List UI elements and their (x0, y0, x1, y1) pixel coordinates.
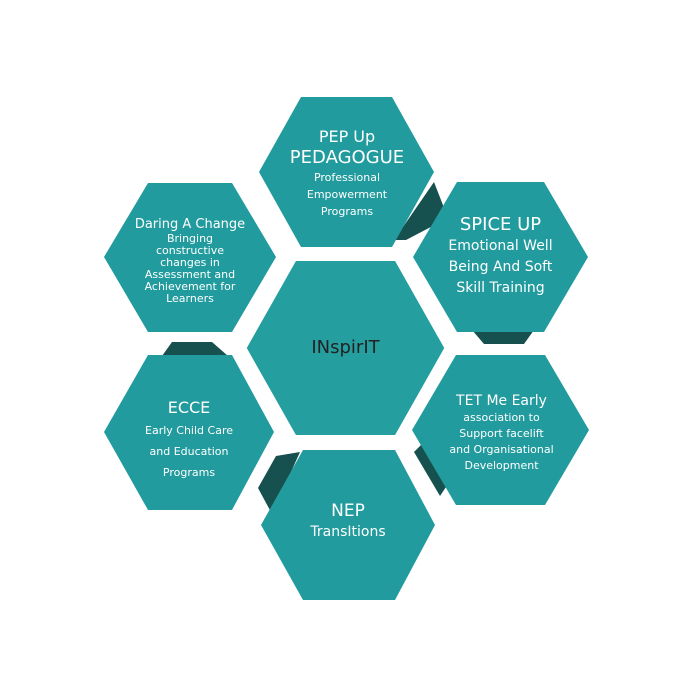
tet-desc-1: association to (463, 411, 540, 424)
nep-title: NEP (331, 501, 365, 521)
nep-hexagon (261, 450, 435, 600)
daring-hexagon (104, 183, 276, 332)
ecce-title: ECCE (167, 398, 211, 417)
nep-subtitle: TransItions (310, 524, 386, 540)
spice-desc-3: Skill Training (456, 280, 545, 296)
pep-desc-1: Professional (313, 171, 381, 184)
nep-hex-shadow (258, 452, 300, 514)
daring-desc-2: constructive (156, 244, 224, 257)
spice-label: SPICE UP Emotional Well Being And Soft S… (413, 214, 588, 299)
daring-label: Daring A Change Bringing constructive ch… (104, 217, 276, 305)
nep-label: NEP TransItions (262, 500, 434, 542)
spice-desc-1: Emotional Well (448, 238, 553, 254)
pep-label: PEP Up PEDAGOGUE Professional Empowermen… (262, 127, 432, 219)
tet-hexagon (412, 355, 589, 505)
daring-desc-3: changes in (160, 256, 220, 269)
pep-hexagon (259, 97, 434, 247)
pep-line1: PEP Up (318, 127, 376, 146)
spice-title: SPICE UP (459, 214, 542, 235)
daring-desc-5: Achievement for (144, 280, 236, 293)
daring-desc-6: Learners (166, 292, 214, 305)
tet-desc-2: Support facelift (459, 427, 544, 440)
ecce-desc-2: and Education (149, 445, 229, 458)
pep-hex-shadow (394, 182, 448, 240)
ecce-label: ECCE Early Child Care and Education Prog… (104, 398, 274, 483)
spice-hexagon (413, 182, 588, 332)
center-label: INspirIT (311, 337, 380, 358)
ecce-desc-3: Programs (162, 466, 216, 479)
pep-desc-3: Programs (320, 205, 374, 218)
hexagon-shadows (162, 182, 534, 514)
daring-desc-1: Bringing (166, 232, 214, 245)
daring-desc-4: Assessment and (144, 268, 236, 281)
tet-title: TET Me Early (456, 393, 547, 409)
spice-hex-shadow (472, 330, 534, 344)
tet-desc-4: Development (464, 459, 539, 472)
tet-hex-shadow (414, 436, 448, 496)
daring-title: Daring A Change (134, 217, 246, 232)
tet-label: TET Me Early association to Support face… (414, 392, 589, 474)
pep-line2: PEDAGOGUE (289, 147, 405, 168)
ecce-hexagon (104, 355, 274, 510)
spice-desc-2: Being And Soft (448, 259, 553, 275)
pep-desc-2: Empowerment (306, 188, 388, 201)
center-hexagon (235, 251, 456, 445)
ecce-desc-1: Early Child Care (145, 424, 233, 437)
tet-desc-3: and Organisational (449, 443, 554, 456)
ecce-hex-shadow (162, 342, 228, 356)
